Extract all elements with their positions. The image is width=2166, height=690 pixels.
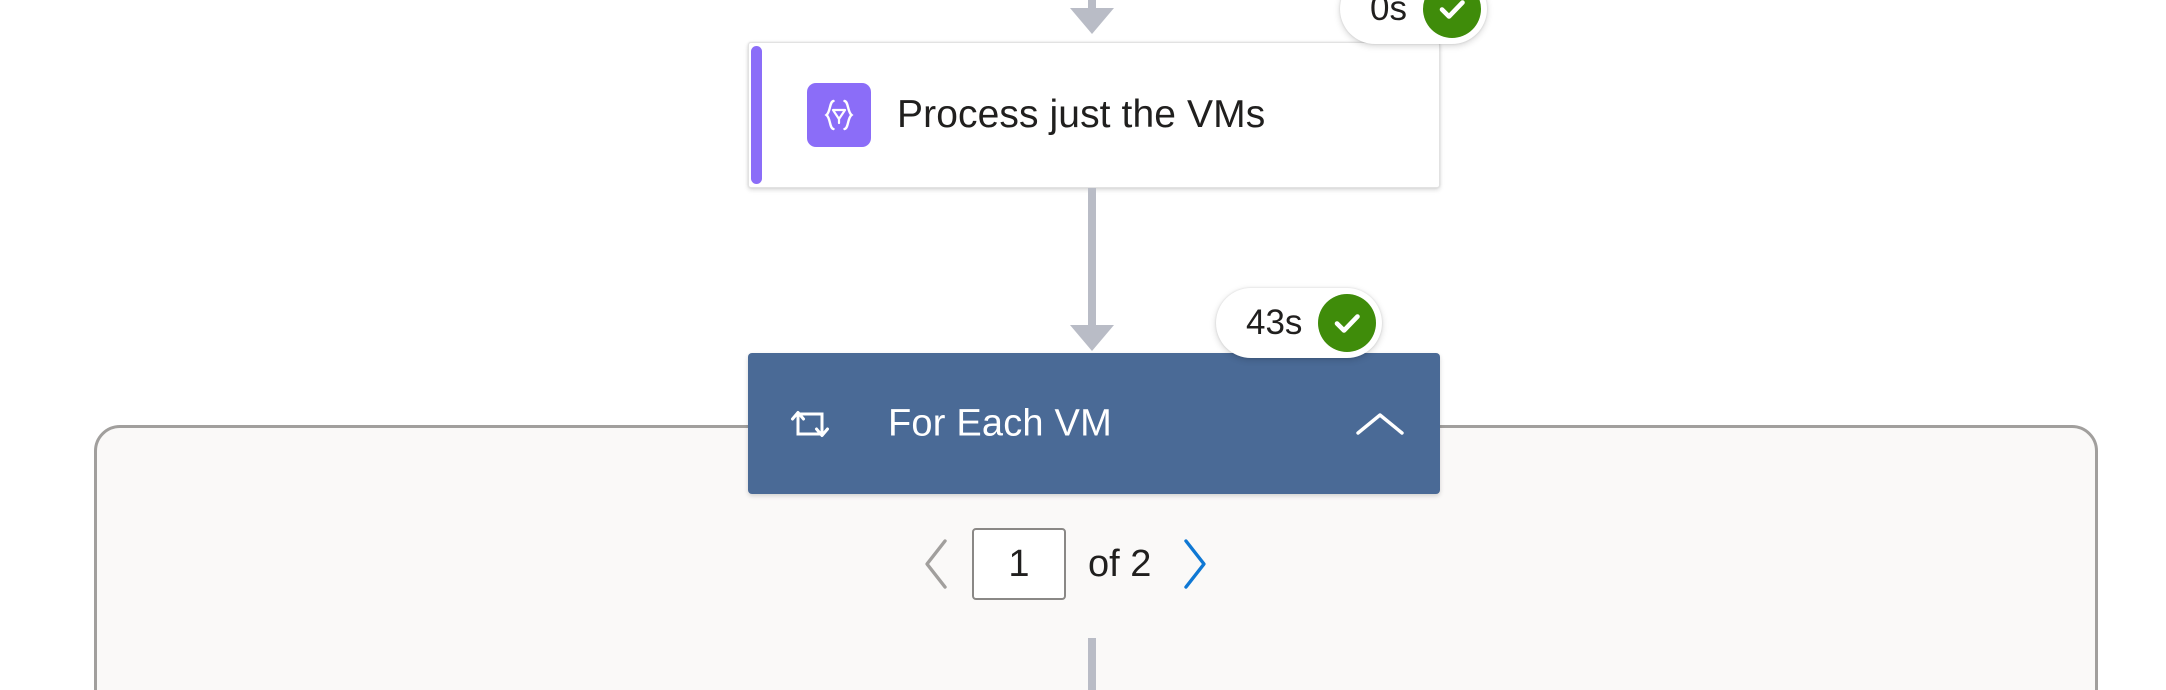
chevron-left-icon[interactable] — [908, 532, 966, 596]
loop-iteration-pager: of 2 — [908, 528, 1223, 600]
connector-arrow-top — [1070, 8, 1114, 34]
action-card-accent-bar — [751, 46, 762, 184]
action-card-process-just-the-vms[interactable]: Process just the VMs — [748, 42, 1440, 188]
check-circle-icon — [1422, 0, 1481, 38]
connector-arrow-middle — [1070, 325, 1114, 351]
connector-line-middle — [1088, 188, 1096, 328]
action-card-title: Process just the VMs — [897, 93, 1266, 136]
status-duration: 43s — [1246, 303, 1303, 342]
status-badge-for-each-vm: 43s — [1216, 288, 1383, 358]
loop-header-for-each-vm[interactable]: For Each VM — [748, 353, 1440, 494]
connector-line-bottom — [1088, 638, 1096, 690]
status-duration: 0s — [1370, 0, 1407, 28]
loop-repeat-icon — [786, 400, 834, 448]
loop-title: For Each VM — [888, 402, 1112, 444]
connector-line-top — [1088, 0, 1096, 12]
page-total-label: of 2 — [1088, 542, 1152, 585]
chevron-up-icon[interactable] — [1352, 404, 1408, 444]
status-badge-process-just-the-vms: 0s — [1340, 0, 1487, 44]
parse-json-icon — [807, 83, 871, 147]
page-number-input[interactable] — [972, 528, 1066, 600]
check-circle-icon — [1318, 294, 1377, 352]
chevron-right-icon[interactable] — [1165, 532, 1223, 596]
